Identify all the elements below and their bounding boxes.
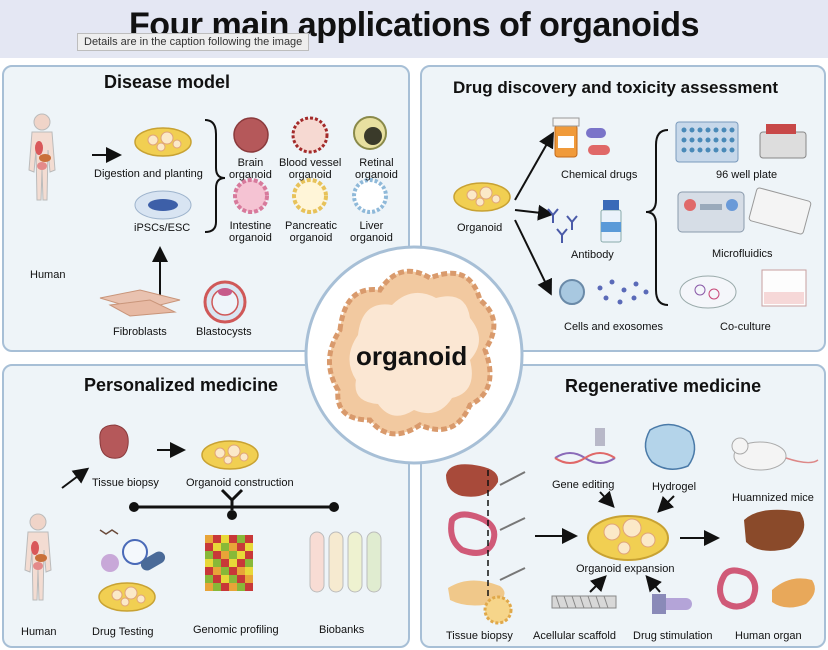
dish-ipsc bbox=[134, 190, 192, 220]
scaffold-icon bbox=[551, 595, 617, 609]
cell-icon bbox=[559, 279, 585, 305]
organ-intestine-icon bbox=[717, 567, 759, 610]
label-acellular-scaffold: Acellular scaffold bbox=[533, 630, 616, 642]
pancreatic-organoid-icon bbox=[292, 178, 328, 214]
coculture-dish-icon bbox=[679, 275, 737, 309]
biobank-tubes bbox=[309, 531, 382, 593]
needle-icons bbox=[499, 471, 526, 581]
label-antibody: Antibody bbox=[571, 249, 614, 261]
blastocyst bbox=[203, 280, 247, 324]
biopsy-cells bbox=[483, 595, 513, 625]
transwell-icon bbox=[761, 269, 807, 307]
human-figure-personalized bbox=[24, 513, 52, 601]
title-regenerative-medicine: Regenerative medicine bbox=[565, 376, 762, 396]
organ-pancreas-icon bbox=[772, 578, 815, 608]
dish-expansion bbox=[587, 515, 669, 561]
intestine-organoid-icon bbox=[233, 178, 269, 214]
label-gene-editing: Gene editing bbox=[552, 479, 615, 491]
retinal-organoid-icon bbox=[353, 116, 387, 150]
blood-vessel-organoid-icon bbox=[291, 116, 329, 154]
tissue-biopsy-icon bbox=[99, 424, 129, 459]
center-organoid-icon bbox=[327, 268, 497, 437]
label-cells-exosomes: Cells and exosomes bbox=[564, 321, 664, 333]
title-disease-model: Disease model bbox=[104, 72, 231, 92]
microfluidic-board-icon bbox=[748, 187, 812, 235]
dna-icon bbox=[554, 428, 616, 464]
label-fibroblasts: Fibroblasts bbox=[113, 326, 167, 338]
label-hydrogel: Hydrogel bbox=[652, 481, 697, 493]
antibody-icons bbox=[547, 208, 578, 243]
heatmap-icon bbox=[205, 535, 253, 591]
brain-organoid-icon bbox=[233, 117, 269, 153]
exosome-dots bbox=[597, 279, 649, 305]
liver-icon bbox=[446, 464, 499, 497]
label-drug-stimulation: Drug stimulation bbox=[633, 630, 713, 642]
dish-construction bbox=[201, 440, 259, 470]
pill-bottle-icon bbox=[552, 117, 580, 158]
label-organoid-construction: Organoid construction bbox=[186, 477, 294, 489]
label-tissue-biopsy-regen: Tissue biopsy bbox=[446, 630, 513, 642]
fibroblast-cells bbox=[99, 289, 181, 317]
human-figure-disease bbox=[28, 113, 56, 201]
label-organoid-drug: Organoid bbox=[457, 222, 503, 234]
hydrogel-icon bbox=[644, 423, 696, 470]
stimulation-icon bbox=[652, 594, 692, 614]
label-biobanks: Biobanks bbox=[319, 624, 365, 636]
center-organoid-label: organoid bbox=[356, 341, 468, 371]
label-microfluidics: Microfluidics bbox=[712, 248, 773, 260]
label-tissue-biopsy-personalized: Tissue biopsy bbox=[92, 477, 159, 489]
label-humanized-mice: Huamnized mice bbox=[732, 492, 814, 504]
well-plate-icon bbox=[675, 121, 739, 163]
drug-testing-icons bbox=[99, 529, 166, 572]
label-human-personalized: Human bbox=[21, 626, 57, 638]
label-digestion: Digestion and planting bbox=[94, 168, 203, 180]
label-ipsc: iPSCs/ESC bbox=[134, 222, 191, 234]
title-drug-discovery: Drug discovery and toxicity assessment bbox=[453, 78, 779, 97]
dish-organoid-drug bbox=[453, 182, 511, 212]
intestine-icon bbox=[448, 511, 498, 556]
microfluidic-chip-icon bbox=[677, 191, 745, 233]
label-chemical-drugs: Chemical drugs bbox=[561, 169, 638, 181]
dish-drug-testing bbox=[98, 582, 156, 612]
mouse-icon bbox=[731, 437, 819, 471]
vial-icon bbox=[600, 200, 622, 243]
label-coculture: Co-culture bbox=[720, 321, 771, 333]
title-personalized-medicine: Personalized medicine bbox=[84, 375, 279, 395]
label-96-well-plate: 96 well plate bbox=[716, 169, 778, 181]
caption-tooltip: Details are in the caption following the… bbox=[77, 33, 310, 51]
branch-line bbox=[129, 488, 339, 520]
plate-reader-icon bbox=[759, 124, 807, 159]
label-human-organ: Human organ bbox=[735, 630, 802, 642]
label-drug-testing: Drug Testing bbox=[92, 626, 154, 638]
capsule-icons bbox=[586, 128, 610, 155]
label-blastocysts: Blastocysts bbox=[196, 326, 252, 338]
dish-digestion bbox=[134, 127, 192, 157]
liver-organoid-icon bbox=[352, 178, 388, 214]
organ-liver-icon bbox=[744, 509, 805, 551]
label-human-disease: Human bbox=[30, 269, 66, 281]
label-organoid-expansion: Organoid expansion bbox=[576, 563, 675, 575]
label-genomic-profiling: Genomic profiling bbox=[193, 624, 279, 636]
